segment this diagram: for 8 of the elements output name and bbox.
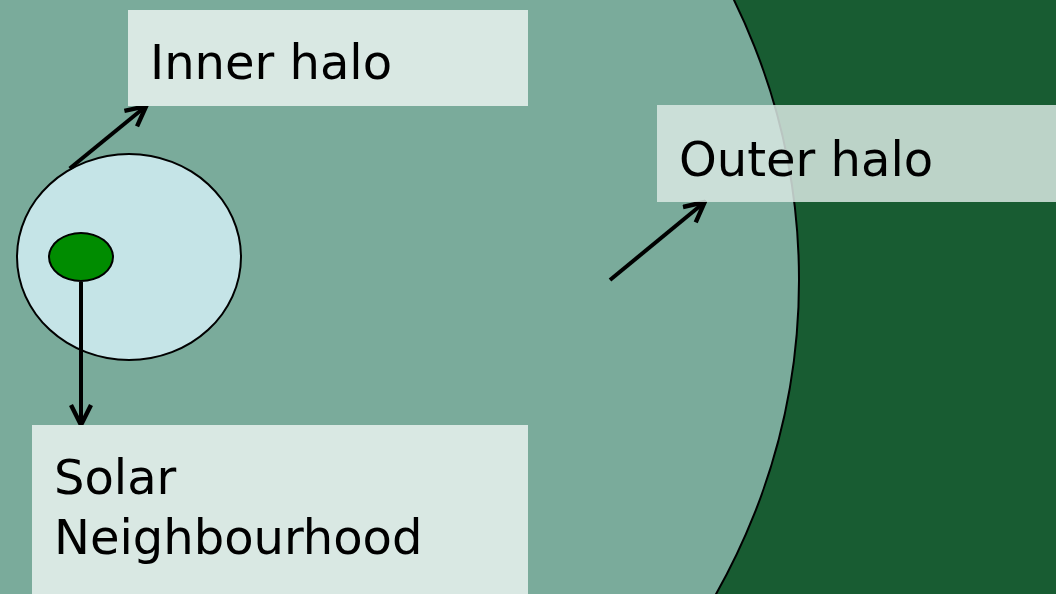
label-box [657, 105, 1056, 202]
arrow [68, 103, 149, 171]
label-text: Solar Neighbourhood [54, 448, 424, 567]
arrow [68, 282, 94, 428]
label-box [32, 425, 528, 594]
label-text: Outer halo [679, 130, 935, 189]
arrow [608, 199, 707, 282]
label-text: Inner halo [150, 33, 394, 92]
